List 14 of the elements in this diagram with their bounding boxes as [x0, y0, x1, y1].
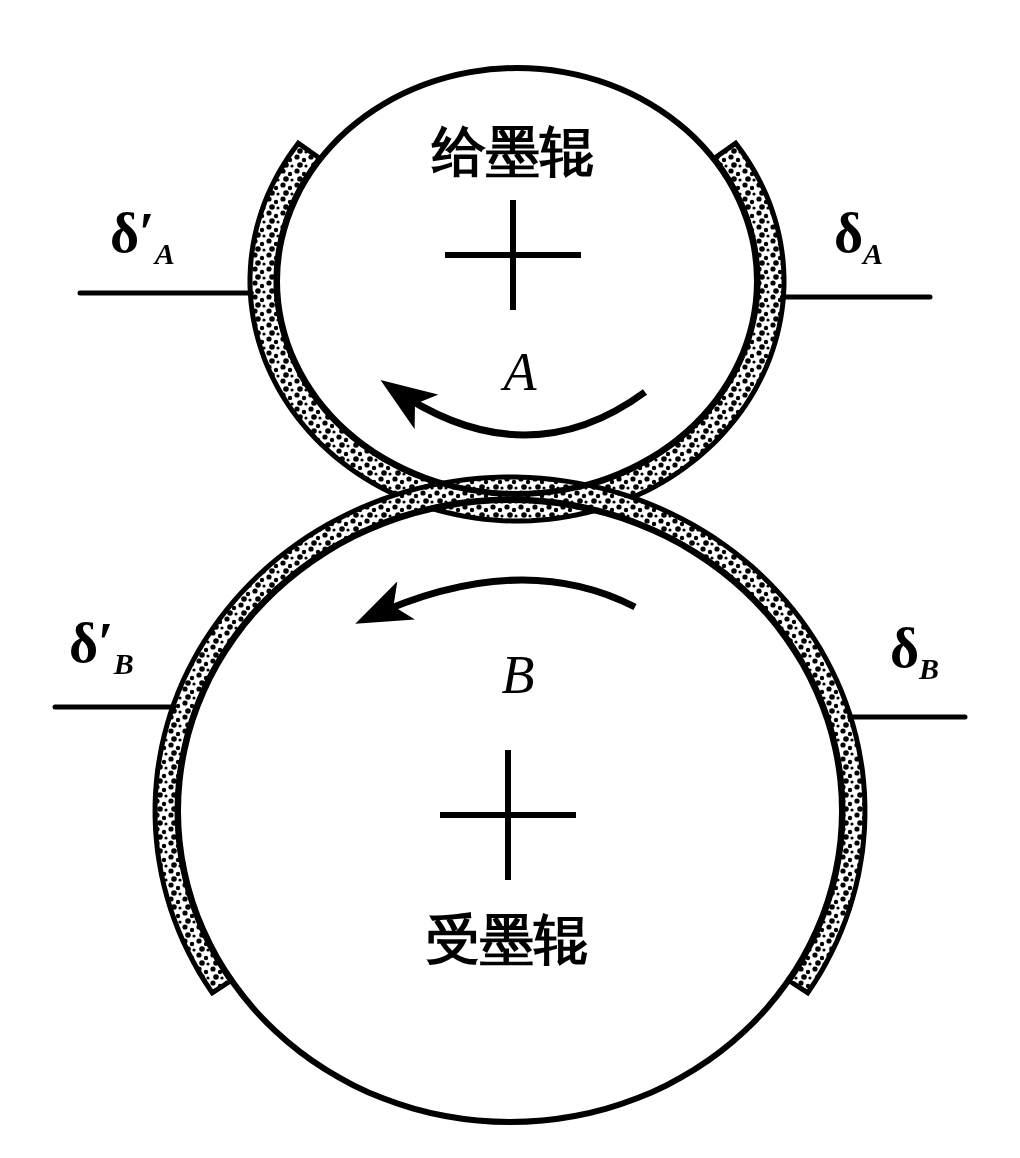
thickness-label: δ′$_{A}$ — [110, 205, 175, 270]
leader-line — [52, 704, 177, 710]
roller-letter: B — [501, 644, 535, 706]
roller-circle — [274, 65, 760, 497]
leader-line — [779, 294, 933, 300]
thickness-label: δ′$_{B}$ — [69, 615, 134, 680]
ink-layer — [152, 474, 868, 997]
roller-label: 受墨辊 — [426, 906, 588, 973]
thickness-label: δ$_{B}$ — [890, 620, 940, 685]
leader-line — [77, 290, 254, 296]
roller-circle — [175, 497, 845, 1125]
leader-line — [847, 714, 968, 720]
thickness-label: δ$_{A}$ — [834, 205, 884, 270]
roller-label: 给墨辊 — [432, 118, 594, 185]
